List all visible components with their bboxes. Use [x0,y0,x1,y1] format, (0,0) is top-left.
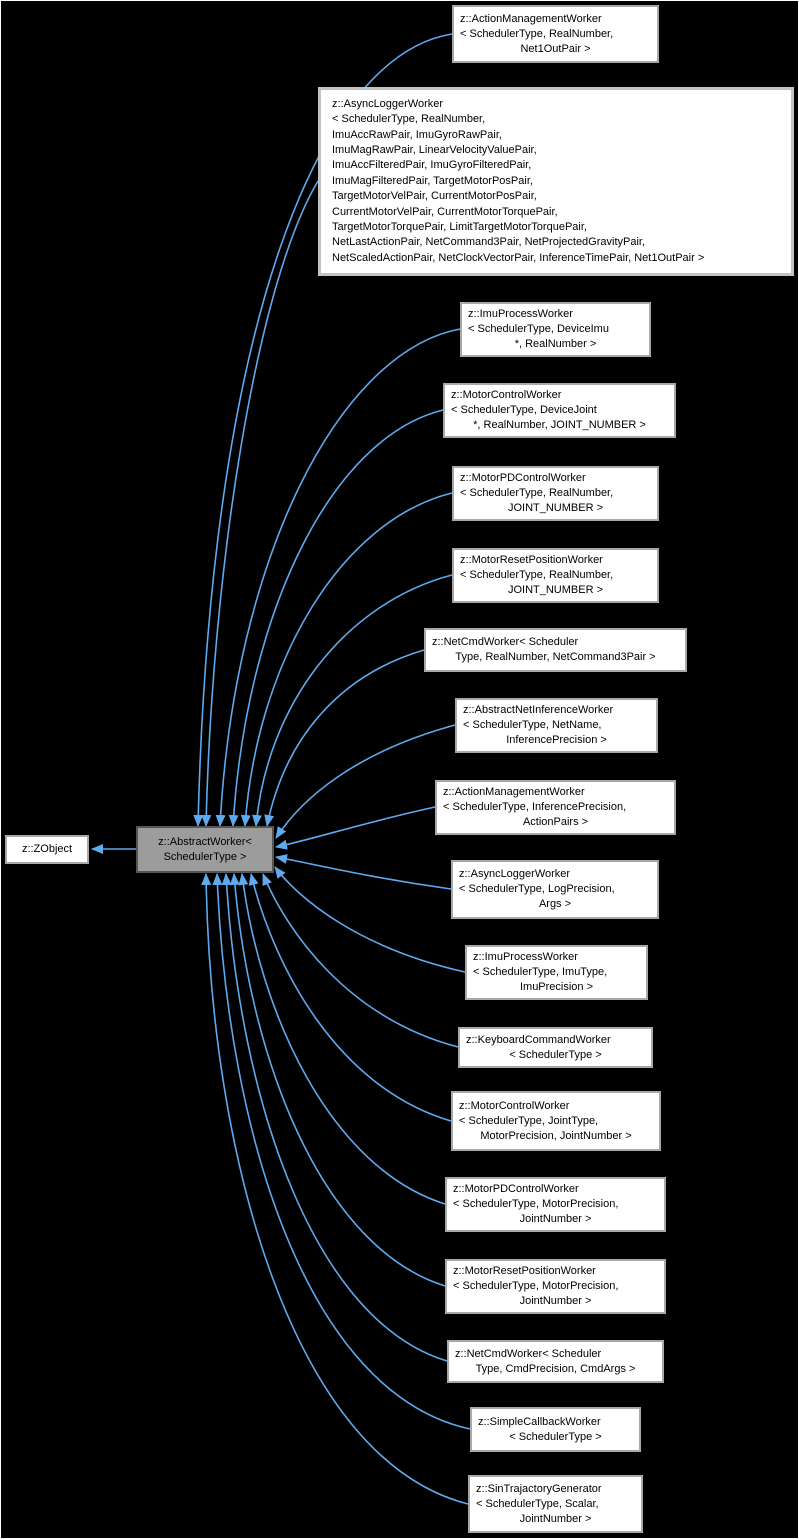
node-action-management-worker-net1outpair[interactable]: z::ActionManagementWorker< SchedulerType… [452,5,659,63]
node-motor-pd-control-worker-motorprecision[interactable]: z::MotorPDControlWorker< SchedulerType, … [445,1177,666,1232]
edge-motorpd1 [240,492,453,827]
node-async-logger-worker-args[interactable]: z::AsyncLoggerWorker< SchedulerType, Log… [451,860,659,919]
edge-motorcontrol1 [228,409,444,827]
node-motor-reset-position-worker-realnumber[interactable]: z::MotorResetPositionWorker< SchedulerTy… [452,548,659,603]
node-motor-control-worker-jointtype[interactable]: z::MotorControlWorker< SchedulerType, Jo… [451,1091,661,1151]
node-abstract-net-inference-worker[interactable]: z::AbstractNetInferenceWorker< Scheduler… [455,698,658,753]
edge-sintrajactory [201,873,469,1505]
node-motor-reset-position-worker-motorprecision[interactable]: z::MotorResetPositionWorker< SchedulerTy… [445,1259,666,1314]
edge-imuprocess2 [274,866,466,973]
edge-netcmd1 [264,649,425,827]
edge-keyboardcommand [262,873,459,1048]
node-motor-pd-control-worker-realnumber[interactable]: z::MotorPDControlWorker< SchedulerType, … [452,466,659,521]
node-simple-callback-worker[interactable]: z::SimpleCallbackWorker< SchedulerType > [470,1407,641,1452]
edge-motorreset1 [252,574,453,827]
edge-asynclogger2 [275,854,452,890]
edge-motorreset2 [229,873,446,1287]
edge-simplecallback [212,873,471,1430]
node-imu-process-worker-imutype[interactable]: z::ImuProcessWorker< SchedulerType, ImuT… [465,945,648,1000]
edge-asynclogger-full [201,180,319,827]
node-async-logger-worker-full[interactable]: z::AsyncLoggerWorker< SchedulerType, Rea… [318,87,794,276]
node-imu-process-worker-deviceimu[interactable]: z::ImuProcessWorker< SchedulerType, Devi… [460,302,651,357]
node-sin-trajactory-generator[interactable]: z::SinTrajactoryGenerator< SchedulerType… [468,1475,643,1533]
edge-netcmd2 [221,873,448,1362]
edge-actionmanagement2 [275,806,436,850]
edge-imuprocess1 [215,328,461,827]
edge-motorcontrol2 [248,873,452,1122]
node-motor-control-worker-devicejoint[interactable]: z::MotorControlWorker< SchedulerType, De… [443,383,676,438]
edge-actionmanagement1 [193,33,453,827]
edge-motorpd2 [238,873,446,1205]
edge-abstractnetinference [275,724,456,839]
node-keyboard-command-worker[interactable]: z::KeyboardCommandWorker< SchedulerType … [458,1027,653,1068]
node-zobject[interactable]: z::ZObject [5,835,89,864]
node-abstract-worker: z::AbstractWorker<SchedulerType > [136,826,274,873]
node-action-management-worker-actionpairs[interactable]: z::ActionManagementWorker< SchedulerType… [435,780,676,835]
